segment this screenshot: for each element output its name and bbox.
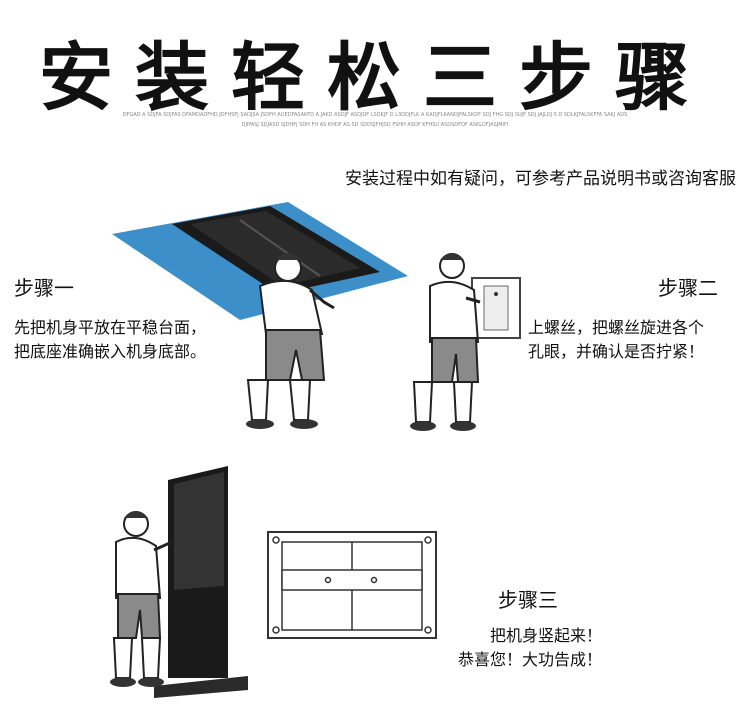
install-note: 安装过程中如有疑问，可参考产品说明书或咨询客服 (345, 169, 736, 189)
step-2-line-1: 上螺丝，把螺丝旋进各个 (528, 318, 705, 337)
step-3-line-2: 恭喜您！大功告成！ (458, 650, 603, 669)
step-2-illustration (400, 242, 530, 442)
fine-print-line-2: DJIFASJ SDJASD SJDHFJ SDH FH AS KHDF AS … (241, 122, 509, 128)
worker-1 (246, 253, 335, 429)
page-title: 安装轻松三步骤 (39, 35, 711, 121)
step-3-illustration (108, 462, 258, 708)
back-frame-diagram (266, 530, 438, 640)
step-3-text: 把机身竖起来！ 恭喜您！大功告成！ (458, 624, 602, 672)
worker-2 (410, 253, 481, 431)
step-3-title: 步骤三 (498, 588, 558, 612)
step-1-line-1: 先把机身平放在平稳台面， (14, 318, 207, 337)
step-1-illustration (110, 190, 410, 440)
step-3-line-1: 把机身竖起来！ (490, 626, 603, 645)
worker-3 (110, 511, 173, 687)
step-1-line-2: 把底座准确嵌入机身底部。 (14, 342, 207, 361)
fine-print-line-1: DFGAD A SDJFA SDJFAS DFAMDADFHD JDFHSFJ … (122, 112, 628, 118)
step-1-title: 步骤一 (14, 276, 74, 300)
step-2-text: 上螺丝，把螺丝旋进各个 孔眼，并确认是否拧紧！ (528, 316, 704, 364)
standing-kiosk (154, 466, 248, 698)
step-1-text: 先把机身平放在平稳台面， 把底座准确嵌入机身底部。 (14, 316, 206, 364)
step-2-title: 步骤二 (658, 276, 718, 300)
step-2-line-2: 孔眼，并确认是否拧紧！ (528, 342, 705, 361)
screw-panel (471, 277, 521, 339)
